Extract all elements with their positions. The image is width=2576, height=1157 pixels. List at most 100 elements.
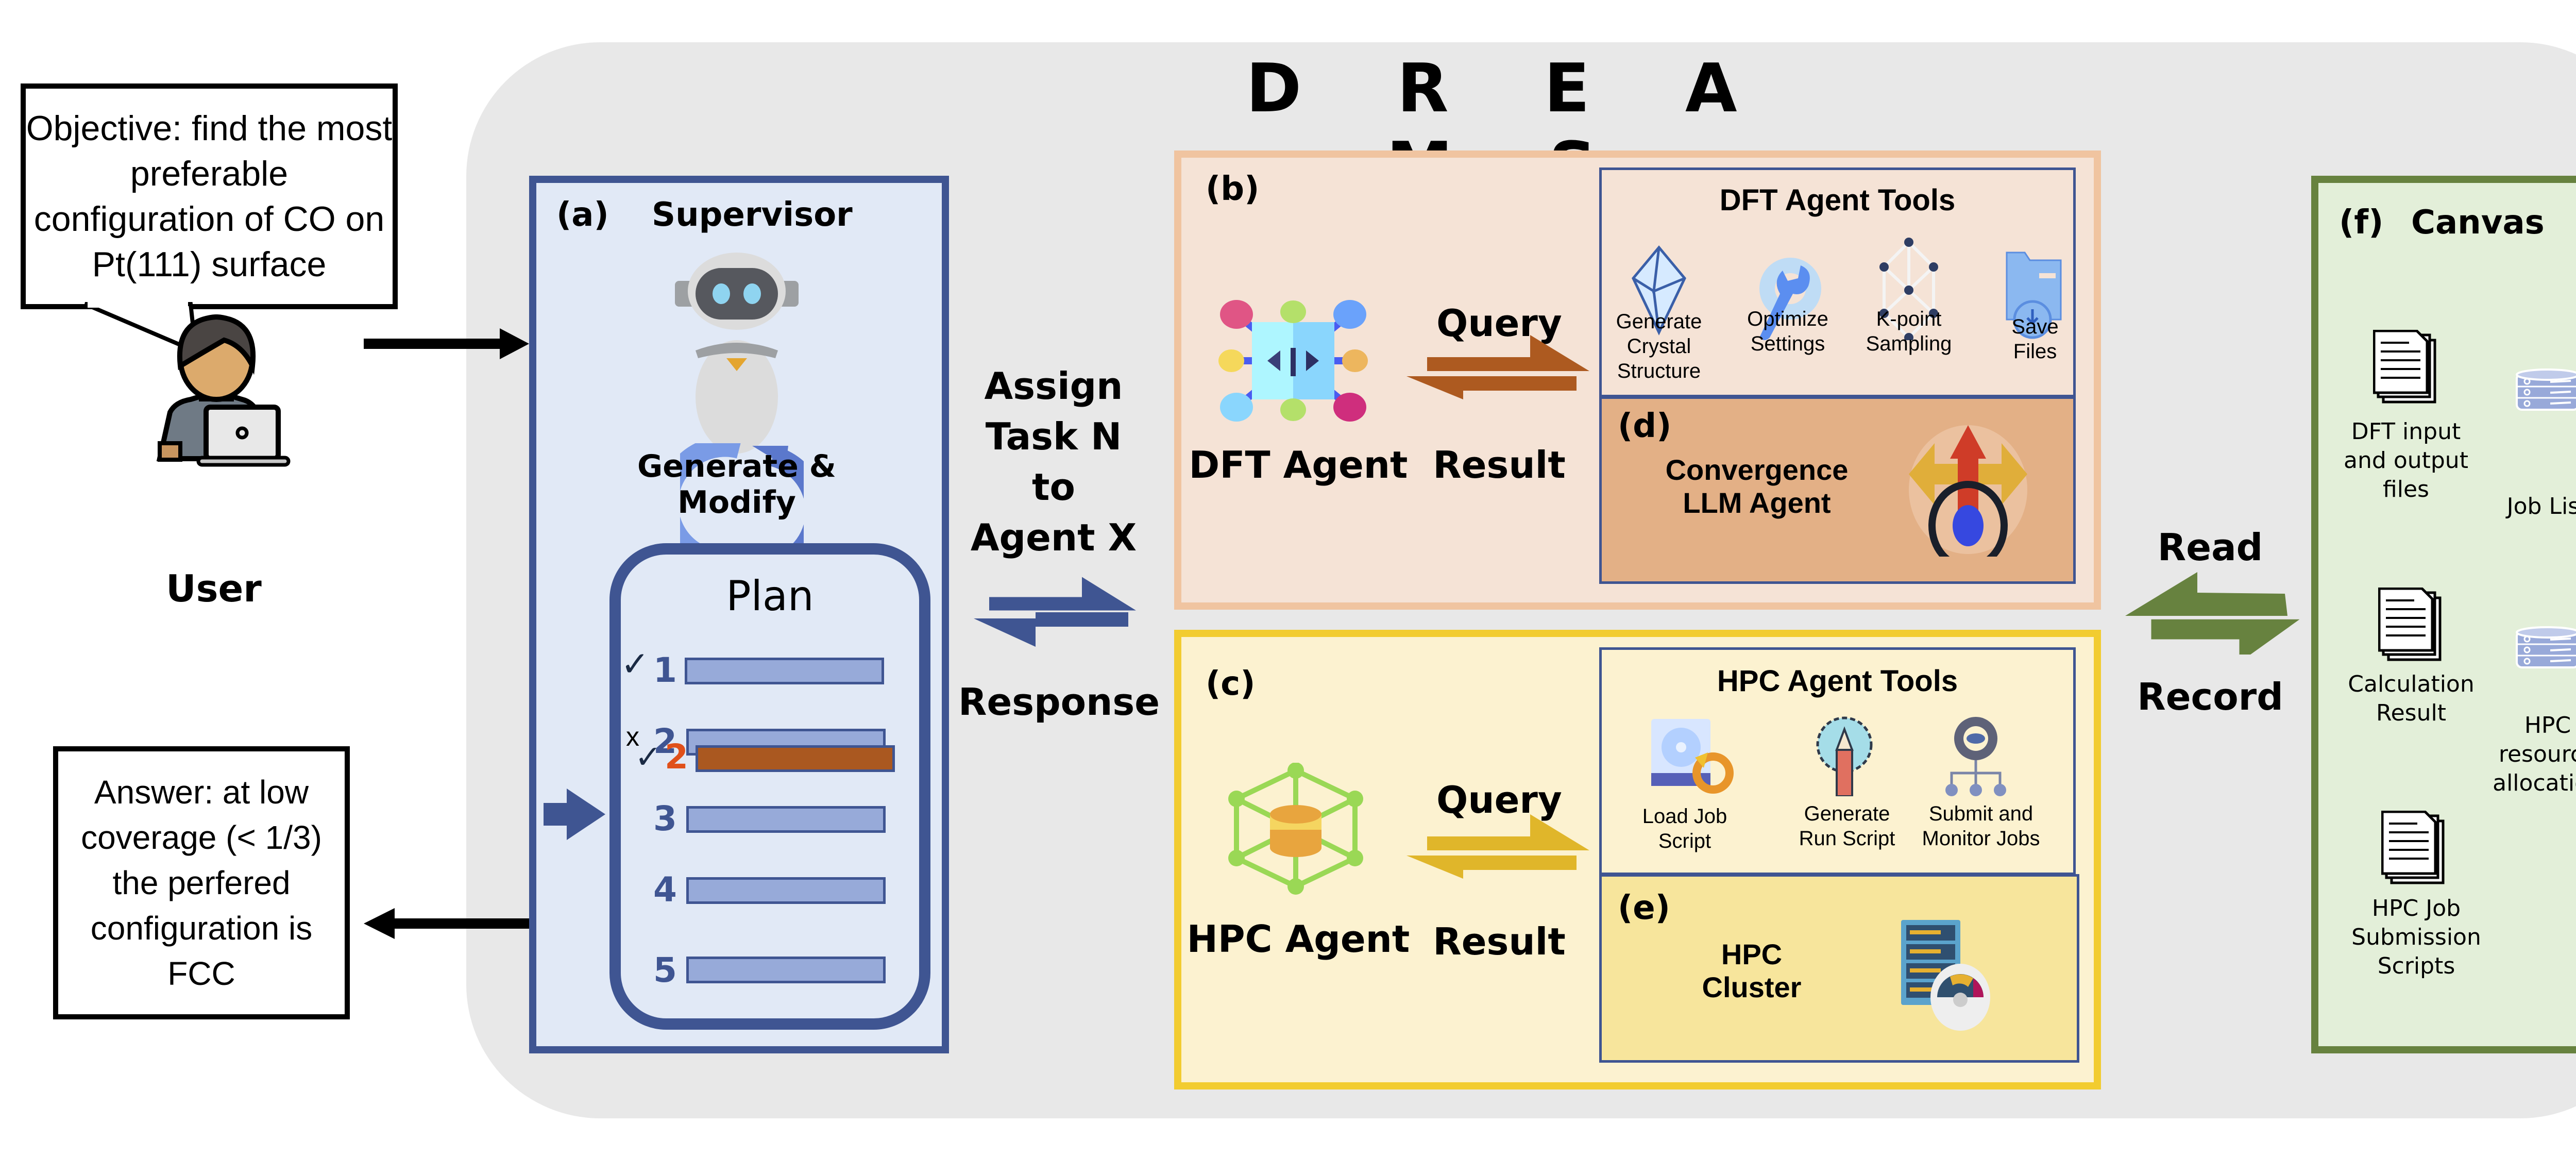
canvas-item-dft-files[interactable]: DFT input and output files xyxy=(2339,417,2473,504)
panel-id-f: (f) xyxy=(2339,204,2384,242)
hpc-cluster-panel xyxy=(1599,874,2079,1063)
dft-tools-box xyxy=(1599,167,2076,397)
tool-kpoint-sampling[interactable]: K-point Sampling xyxy=(1857,307,1960,356)
tool-label-line: Save xyxy=(2011,315,2059,338)
plan-step-1-bar[interactable] xyxy=(685,658,884,684)
canvas-item-hpc-job-scripts[interactable]: HPC Job Submission Scripts xyxy=(2339,894,2494,981)
convergence-agent-title: Convergence LLM Agent xyxy=(1638,454,1875,519)
record-arrow xyxy=(2151,619,2300,655)
answer-text: Answer: at low coverage (< 1/3) the perf… xyxy=(81,774,322,992)
step-5-number: 5 xyxy=(653,950,677,990)
read-arrow xyxy=(2125,572,2287,616)
tool-label-line: Generate xyxy=(1616,310,1702,333)
plan-step-3-bar[interactable] xyxy=(686,806,886,833)
kpoint-network-icon[interactable] xyxy=(1878,237,1940,340)
tool-label-line: Structure xyxy=(1617,360,1701,382)
disk-reload-icon[interactable] xyxy=(1646,716,1739,794)
canvas-item-job-list[interactable]: Job List xyxy=(2494,492,2576,521)
supervisor-title: Supervisor xyxy=(652,196,853,234)
step-3-number: 3 xyxy=(653,799,677,839)
canvas-item-calculation-result[interactable]: Calculation Result xyxy=(2339,670,2483,728)
crystal-icon[interactable] xyxy=(1631,245,1687,338)
tool-generate-crystal-structure[interactable]: Generate Crystal Structure xyxy=(1607,309,1710,383)
assign-line-2: Task N xyxy=(985,415,1122,458)
panel-id-b: (b) xyxy=(1206,170,1260,208)
eye-arrows-icon xyxy=(1909,425,2027,557)
tool-label-line: Run Script xyxy=(1799,827,1895,850)
tool-save-files[interactable]: Save Files xyxy=(1989,314,2081,364)
tool-label-line: Files xyxy=(2013,340,2057,363)
title-line: Convergence xyxy=(1665,454,1849,486)
dft-agent-icon xyxy=(1218,300,1368,422)
dft-query-arrow xyxy=(1427,335,1589,371)
dft-result-arrow-head xyxy=(1406,376,1577,399)
plan-step-5-bar[interactable] xyxy=(686,957,886,983)
hpc-tools-box xyxy=(1599,647,2076,875)
hpc-tools-title: HPC Agent Tools xyxy=(1717,664,1958,698)
gear-hierarchy-icon[interactable] xyxy=(1937,714,2014,796)
hpc-agent-icon xyxy=(1228,763,1363,895)
panel-id-d: (d) xyxy=(1618,407,1672,445)
plan-step-2-bar-revised[interactable] xyxy=(696,745,895,772)
database-icon[interactable] xyxy=(2514,368,2576,415)
canvas-item-hpc-resource-allocation[interactable]: HPC resource allocation xyxy=(2488,711,2576,798)
tool-label-line: Sampling xyxy=(1866,332,1952,355)
tool-label-line: Settings xyxy=(1750,332,1825,355)
folder-download-icon[interactable] xyxy=(2004,247,2066,350)
canvas-label-line: Result xyxy=(2376,700,2446,726)
step-2-x-mark: x xyxy=(626,722,639,752)
tool-label-line: Submit and xyxy=(1928,802,2033,825)
tool-submit-monitor-jobs[interactable]: Submit and Monitor Jobs xyxy=(1917,801,2045,851)
hpc-result-arrow-shaft xyxy=(1463,856,1577,870)
answer-box: Answer: at low coverage (< 1/3) the perf… xyxy=(53,746,350,1019)
response-label: Response xyxy=(958,680,1160,724)
objective-speech-bubble: Objective: find the most preferable conf… xyxy=(21,83,398,309)
hpc-agent-label: HPC Agent xyxy=(1187,917,1410,961)
pencil-gear-icon[interactable] xyxy=(1814,714,1880,796)
hpc-cluster-title: HPC Cluster xyxy=(1664,938,1839,1004)
current-step-arrow-icon xyxy=(544,789,605,840)
step-1-check-mark: ✓ xyxy=(621,645,650,683)
title-line: HPC xyxy=(1721,938,1783,970)
plan-step-4-bar[interactable] xyxy=(686,877,886,904)
tool-generate-run-script[interactable]: Generate Run Script xyxy=(1788,801,1906,851)
answer-arrow xyxy=(364,908,531,939)
database-icon[interactable] xyxy=(2514,626,2576,673)
tool-load-job-script[interactable]: Load Job Script xyxy=(1628,804,1741,853)
hpc-query-label: Query xyxy=(1436,778,1562,821)
plan-box xyxy=(609,543,930,1030)
assign-line-1: Assign xyxy=(984,364,1123,408)
document-stack-icon[interactable] xyxy=(2373,330,2437,405)
dft-tools-title: DFT Agent Tools xyxy=(1719,183,1956,217)
canvas-label-line: Scripts xyxy=(2377,953,2455,979)
assign-response-arrows xyxy=(974,577,1136,647)
tool-optimize-settings[interactable]: Optimize Settings xyxy=(1736,307,1839,356)
plan-title: Plan xyxy=(726,572,814,620)
document-stack-icon[interactable] xyxy=(2381,811,2446,885)
wrench-gear-icon[interactable] xyxy=(1757,240,1824,348)
canvas-label-line: HPC xyxy=(2524,712,2571,739)
canvas-label-line: HPC Job xyxy=(2371,895,2461,921)
user-icon xyxy=(156,314,291,467)
response-arrow-shaft xyxy=(1036,612,1128,627)
tool-label-line: Load Job xyxy=(1642,805,1727,828)
canvas-title: Canvas xyxy=(2411,204,2545,242)
assign-line-4: Agent X xyxy=(970,516,1137,559)
step-2-number-revised: 2 xyxy=(665,737,688,777)
title-line: LLM Agent xyxy=(1683,487,1831,519)
document-stack-icon[interactable] xyxy=(2378,588,2443,662)
panel-id-a: (a) xyxy=(556,196,609,234)
tool-label-line: Optimize xyxy=(1747,308,1828,330)
dft-query-result-arrows xyxy=(1406,335,1589,399)
robot-icon xyxy=(675,253,799,454)
server-gauge-icon xyxy=(1901,920,1990,1031)
canvas-label-line: Job List xyxy=(2506,493,2576,519)
objective-arrow xyxy=(364,328,529,359)
read-label: Read xyxy=(2157,526,2263,569)
step-4-number: 4 xyxy=(653,870,677,910)
tool-label-line: Crystal xyxy=(1626,335,1691,358)
canvas-label-line: Submission xyxy=(2351,924,2481,950)
tool-label-line: Generate xyxy=(1804,802,1890,825)
tool-label-line: Script xyxy=(1658,830,1711,852)
step-1-number: 1 xyxy=(653,650,677,690)
